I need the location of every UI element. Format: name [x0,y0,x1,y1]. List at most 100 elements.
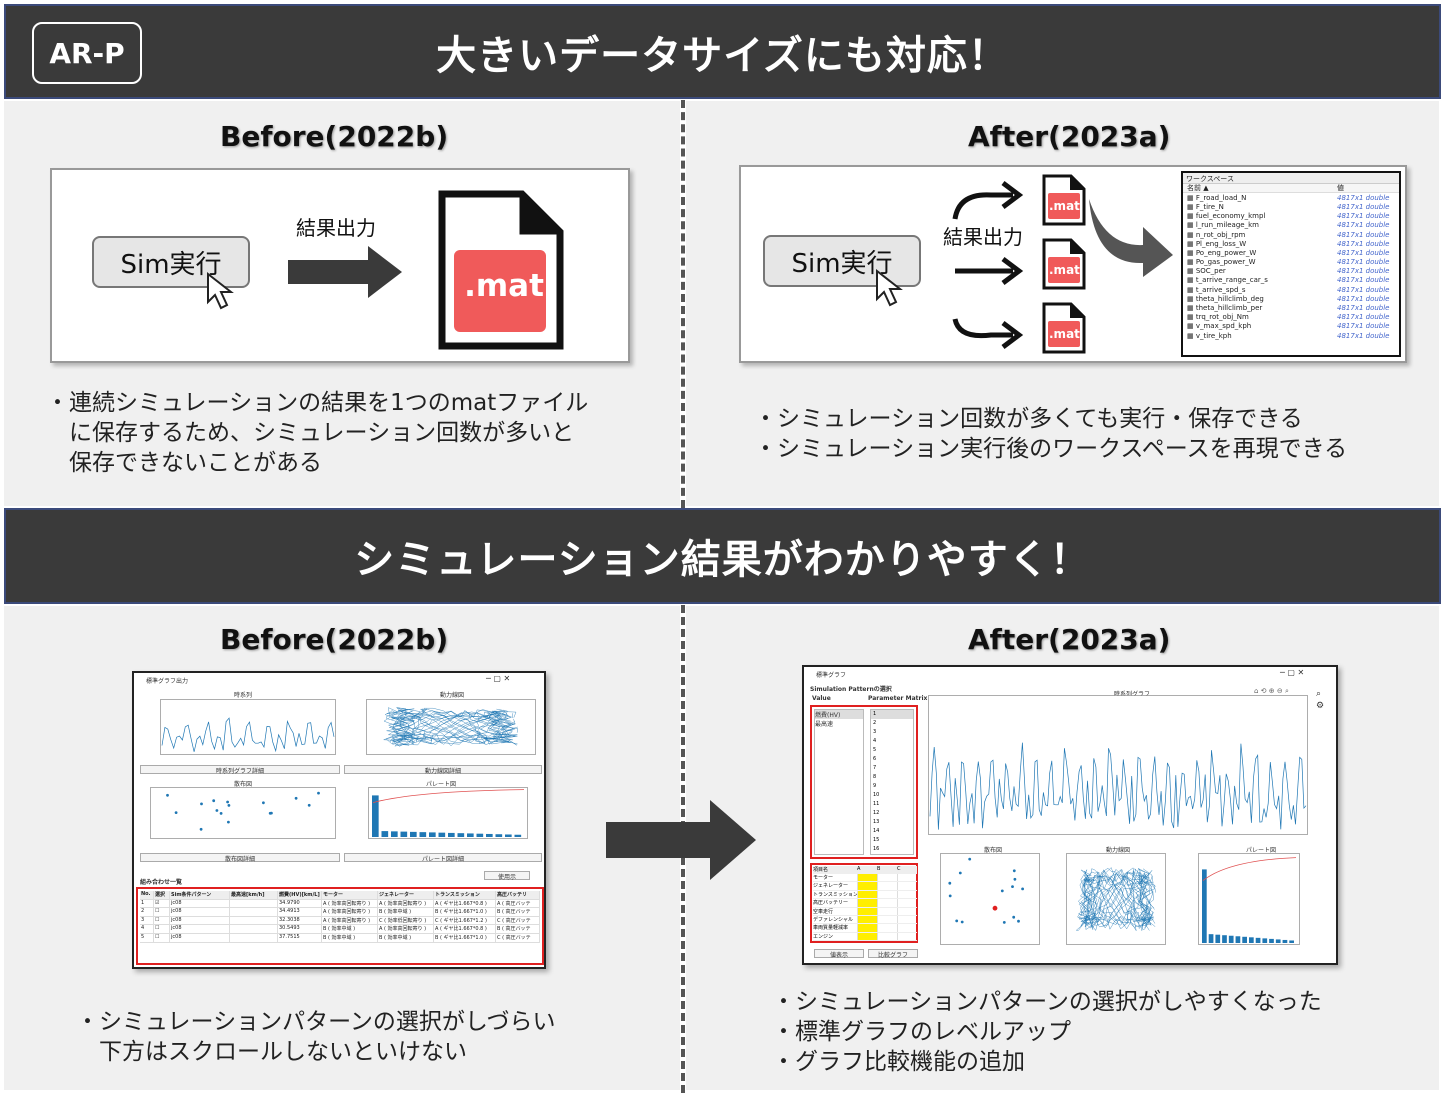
matrix-cell[interactable] [877,915,897,924]
table-cell: A ( 高圧バッテ [496,899,540,908]
var-name: ▦ l_run_mileage_km [1187,221,1259,230]
plot-axes [368,787,528,839]
param-item[interactable]: 6 [873,756,877,762]
matrix-cell[interactable] [857,932,877,941]
matrix-row[interactable]: エンジン [813,932,917,942]
workspace-header-row: 名前 ▲ 値 [1183,184,1399,194]
matrix-cell[interactable] [877,932,897,941]
compare-graph-button[interactable]: 比較グラフ [868,949,918,959]
param-item[interactable]: 8 [873,774,877,780]
param-item[interactable]: 1 [871,710,913,719]
param-item[interactable]: 3 [873,729,877,735]
matrix-cell[interactable] [877,874,897,882]
matrix-cell[interactable] [877,890,897,899]
matrix-cell[interactable] [857,915,877,924]
matrix-row[interactable]: 高圧バッテリー [813,899,917,908]
toolbar-icons[interactable]: ⌂ ⟲ ⊕ ⊖ ⌕ [1254,687,1289,695]
matrix-cell[interactable] [897,899,917,907]
power-detail-button[interactable]: 動力線図詳細 [344,765,542,775]
scatter-detail-button[interactable]: 散布図詳細 [140,853,340,863]
matrix-cell[interactable] [857,882,877,890]
list-item[interactable]: 燃費(HV) [815,710,863,719]
matrix-cell[interactable] [897,890,917,899]
matrix-cell[interactable] [897,932,917,941]
matrix-row[interactable]: モーター [813,874,917,883]
matrix-cell[interactable] [857,890,877,899]
var-name: ▦ n_rot_obj_rpm [1187,230,1246,239]
sim-run-button[interactable]: Sim実行 [763,235,921,287]
param-item[interactable]: 9 [873,783,877,789]
param-item[interactable]: 14 [873,828,880,834]
after-top-bullets: ・シミュレーション回数が多くても実行・保存できる ・シミュレーション実行後のワー… [754,404,1347,464]
param-item[interactable]: 15 [873,837,880,843]
matrix-row[interactable]: 車両質量軽減率 [813,924,917,933]
param-item[interactable]: 11 [873,801,880,807]
matrix-cell[interactable] [877,924,897,932]
matrix-row[interactable]: デファレンシャル [813,915,917,925]
pareto-detail-button[interactable]: パレート図詳細 [344,853,542,863]
matrix-cell[interactable] [857,907,877,915]
gear-icon[interactable]: ⚙ [1316,701,1325,711]
cursor-icon [207,271,234,310]
param-item[interactable]: 4 [873,738,877,744]
arrow-right-icon [288,246,402,298]
matrix-cell[interactable] [877,882,897,890]
pareto-bar [1242,936,1247,943]
reload-button[interactable]: 使用示 [484,871,530,881]
series-loop [1080,872,1154,930]
zoom-icon[interactable]: ⌕ [1316,689,1322,699]
param-item[interactable]: 12 [873,810,880,816]
param-item[interactable]: 5 [873,747,877,753]
matrix-cell[interactable] [897,882,917,890]
banner-mid: シミュレーション結果がわかりやすく！ [4,508,1441,604]
matrix-row[interactable]: トランスミッション [813,890,917,900]
matrix-cell[interactable] [857,924,877,932]
value-show-button[interactable]: 値表示 [814,949,864,959]
param-item[interactable]: 10 [873,792,880,798]
banner-top-title: 大きいデータサイズにも対応！ [436,32,1009,79]
matrix-cell[interactable] [857,874,877,882]
param-item[interactable]: 2 [873,720,877,726]
matrix-cell[interactable] [857,899,877,907]
matrix-cell[interactable] [897,874,917,882]
timeseries-detail-button[interactable]: 時系列グラフ詳細 [140,765,340,775]
plot2-title: 動力線図 [440,692,465,699]
matrix-cell[interactable] [877,899,897,907]
scatter-point [226,800,229,804]
sim-run-button[interactable]: Sim実行 [92,236,250,288]
param-item[interactable]: 16 [873,846,880,852]
param-item[interactable]: 13 [873,819,880,825]
matrix-row[interactable]: ジェネレーター [813,882,917,891]
list-item[interactable]: 最高速 [815,721,834,728]
before-bottom-bullets: ・シミュレーションパターンの選択がしづらい 下方はスクロールしないといけない [76,1007,556,1067]
matrix-cell[interactable] [897,924,917,932]
matrix-cell[interactable] [877,907,897,915]
matrix-cell[interactable] [897,915,917,924]
matrix-row[interactable]: 空車走行 [813,907,917,916]
bullet-line: ・シミュレーション実行後のワークスペースを再現できる [754,436,1348,462]
window-title: 標準グラフ出力 [146,678,189,685]
matrix-cell[interactable] [897,907,917,915]
param-item[interactable]: 7 [873,765,877,771]
